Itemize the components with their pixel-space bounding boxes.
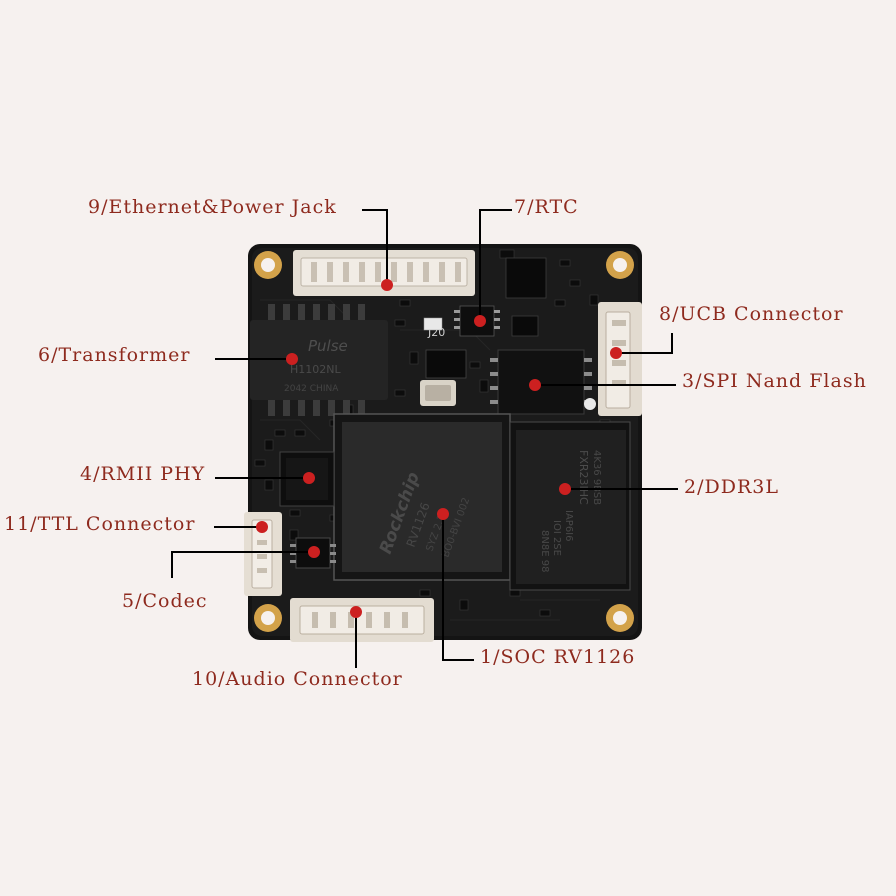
ttl-connector — [244, 512, 282, 596]
transformer-module: Pulse H1102NL 2042 CHINA — [250, 304, 388, 416]
label-codec: 5/Codec — [122, 590, 208, 612]
marker-soc — [437, 508, 449, 520]
leader-lines — [171, 209, 678, 668]
crystal-oscillator — [420, 380, 456, 406]
transformer-model-marking: H1102NL — [290, 363, 341, 376]
label-ttl-connector: 11/TTL Connector — [4, 513, 196, 535]
label-ddr3l: 2/DDR3L — [684, 476, 779, 498]
marker-rmii — [303, 472, 315, 484]
marker-ethernet — [381, 279, 393, 291]
label-rtc: 7/RTC — [514, 196, 579, 218]
transformer-origin-marking: 2042 CHINA — [284, 384, 339, 394]
leader-line-ethernet — [362, 209, 388, 284]
leader-line-rtc — [479, 209, 512, 321]
rtc-chip — [454, 305, 500, 337]
label-ucb-connector: 8/UCB Connector — [659, 303, 844, 325]
marker-spi — [529, 379, 541, 391]
marker-audio — [350, 606, 362, 618]
ddr-line4-marking: IOI 2SE — [551, 520, 562, 556]
label-audio-connector: 10/Audio Connector — [192, 668, 403, 690]
ddr-line1-marking: FXR23IHC — [577, 450, 590, 505]
leader-line-soc — [442, 514, 474, 661]
label-rmii-phy: 4/RMII PHY — [80, 463, 206, 485]
marker-rtc — [474, 315, 486, 327]
label-soc: 1/SOC RV1126 — [480, 646, 636, 668]
pcb-board: Pulse H1102NL 2042 CHINA J20 — [244, 244, 642, 642]
leader-line-codec — [171, 551, 314, 578]
marker-codec — [308, 546, 320, 558]
mounting-holes — [254, 251, 634, 632]
spi-nand-flash-chip — [490, 349, 592, 415]
ddr3l-chip: FXR23IHC 4K36 9BSB IAP6I6 IOI 2SE 8N8E 9… — [509, 421, 631, 591]
marker-ucb — [610, 347, 622, 359]
leader-line-ucb — [616, 333, 673, 354]
ethernet-power-connector — [293, 250, 475, 296]
power-regulator-chip — [425, 349, 467, 379]
label-transformer: 6/Transformer — [38, 344, 191, 366]
marker-ddr — [559, 483, 571, 495]
audio-connector — [290, 598, 434, 642]
markers — [256, 279, 622, 618]
label-spi-nand-flash: 3/SPI Nand Flash — [682, 370, 867, 392]
marker-ttl — [256, 521, 268, 533]
soc-chip: Rockchip RV1126 SYZ 2.30 BO0-BVI 002 — [333, 413, 511, 581]
transformer-brand-marking: Pulse — [308, 337, 348, 355]
ddr-line3-marking: IAP6I6 — [563, 510, 574, 542]
ddr-line5-marking: 8N8E 98 — [539, 530, 550, 572]
label-ethernet-power-jack: 9/Ethernet&Power Jack — [88, 196, 337, 218]
ddr-line2-marking: 4K36 9BSB — [591, 450, 602, 505]
marker-transformer — [286, 353, 298, 365]
